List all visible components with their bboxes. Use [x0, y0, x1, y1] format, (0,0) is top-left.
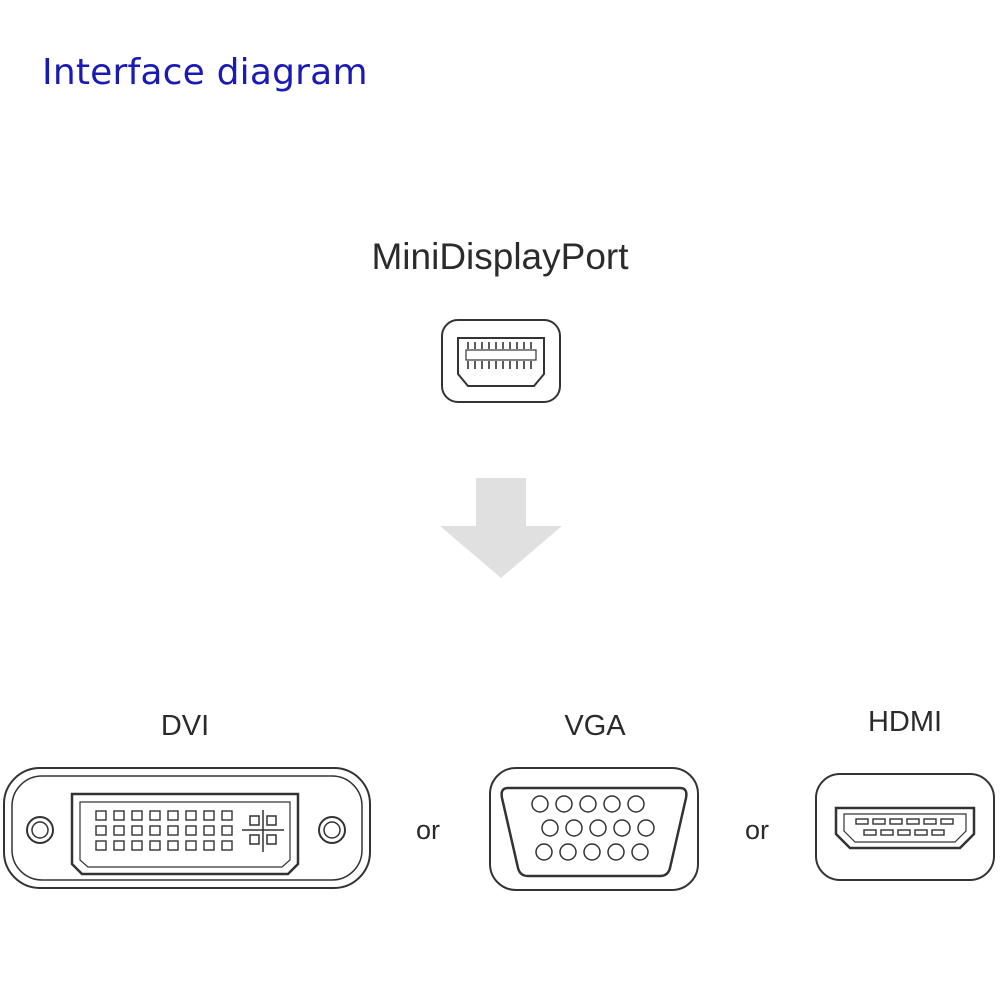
- vga-label: VGA: [564, 710, 626, 742]
- vga-connector-icon: [489, 767, 699, 891]
- diagram-title: Interface diagram: [42, 52, 368, 93]
- hdmi-label: HDMI: [867, 706, 943, 738]
- down-arrow-icon: [440, 478, 562, 578]
- separator-or-2: or: [745, 815, 770, 845]
- hdmi-connector-icon: [815, 773, 995, 881]
- dvi-connector-icon: [3, 767, 371, 889]
- separator-or-1: or: [416, 815, 441, 845]
- mini-displayport-connector-icon: [441, 319, 561, 403]
- minidisplayport-label: MiniDisplayPort: [371, 236, 629, 277]
- dvi-label: DVI: [160, 710, 210, 742]
